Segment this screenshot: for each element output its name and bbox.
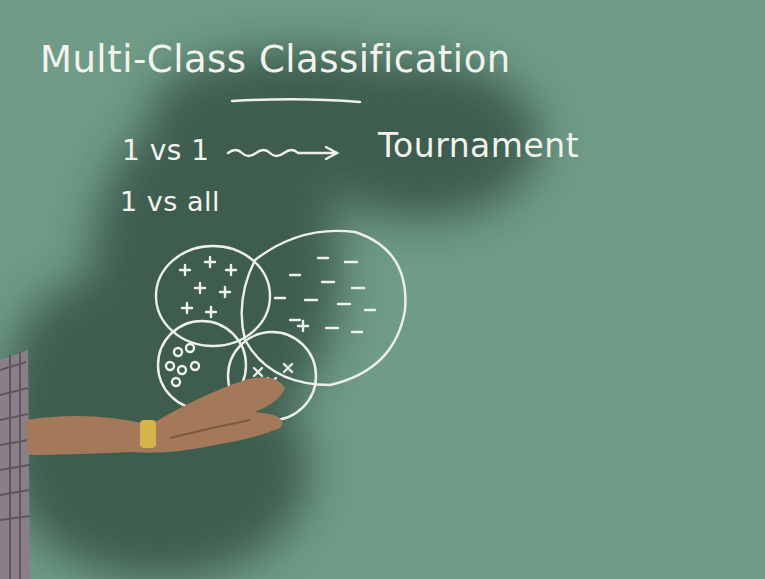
- method-label: Tournament: [378, 126, 579, 165]
- board-title: Multi-Class Classification: [40, 38, 511, 81]
- circle-points: [166, 344, 199, 386]
- plus-points: [180, 257, 308, 331]
- shirt-sleeve: [0, 350, 30, 579]
- hand: [26, 377, 285, 455]
- lecturer-arm: [0, 350, 285, 579]
- wavy-arrow: [228, 150, 336, 156]
- method-label: 1 vs all: [120, 186, 220, 217]
- minus-points: [275, 258, 375, 332]
- class-region: [242, 231, 406, 385]
- arrow-head: [326, 147, 337, 159]
- watch: [140, 420, 156, 448]
- method-label: 1 vs 1: [122, 134, 210, 167]
- underline: [232, 99, 360, 102]
- shirt-check: [0, 352, 30, 579]
